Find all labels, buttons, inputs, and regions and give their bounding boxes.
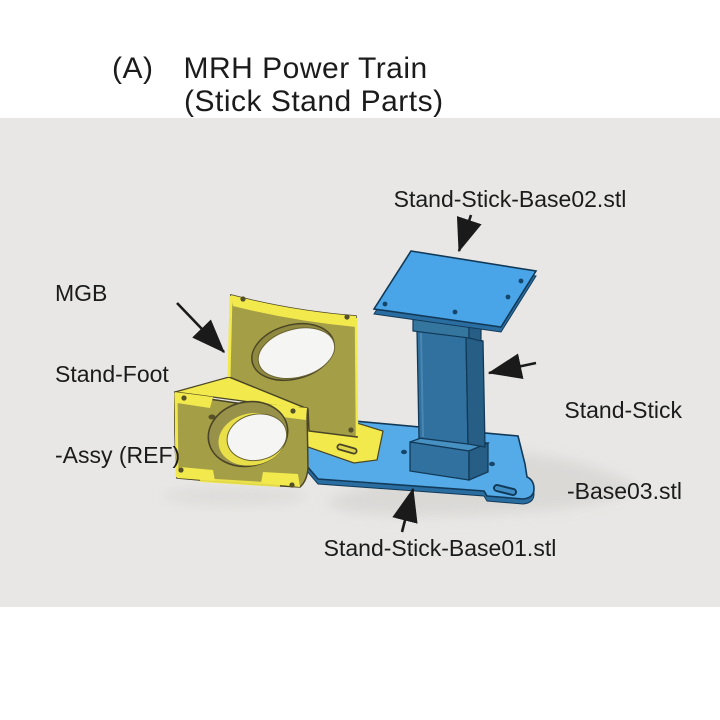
figure-title-line1: MRH Power Train [183, 52, 428, 85]
top-plate-hole [452, 309, 458, 315]
label-base03-line1: Stand-Stick [564, 397, 682, 423]
label-base03-line2: -Base03.stl [566, 478, 682, 504]
figure-title: (A) MRH Power Train (Stick Stand Parts) [112, 52, 444, 118]
gray-stage-background [0, 118, 720, 607]
rear-bracket-top-flange [231, 295, 356, 327]
figure-index: (A) [112, 52, 154, 85]
base-plate-hole [401, 449, 407, 455]
label-base01: Stand-Stick-Base01.stl [323, 535, 557, 561]
top-plate-hole [518, 278, 524, 284]
part-mgb-stand-foot-assy [174, 294, 384, 488]
figure-title-line2: (Stick Stand Parts) [184, 85, 444, 118]
label-base02: Stand-Stick-Base02.stl [393, 186, 627, 212]
rear-bracket-corner-hole [240, 296, 246, 302]
base-plate-hole [489, 461, 495, 467]
arrow-base01 [392, 487, 418, 533]
label-mgb-line1: MGB [55, 280, 108, 306]
label-mgb: MGB Stand-Foot -Assy (REF) [55, 226, 180, 523]
rear-bracket-corner-hole [344, 314, 350, 320]
front-bracket-corner-hole [290, 408, 296, 414]
front-bracket-corner-hole [181, 395, 187, 401]
column-side-face [465, 335, 486, 448]
part-base02-plate [372, 250, 538, 333]
column-highlight [420, 332, 424, 438]
front-bracket-small-hole [208, 414, 216, 420]
part-base03-column [409, 317, 491, 481]
front-bracket-left-edge [174, 392, 179, 478]
base-plate-slot-inner [495, 486, 515, 494]
arrow-base03 [487, 353, 537, 379]
label-mgb-line3: -Assy (REF) [55, 442, 181, 468]
rear-bracket-hole [251, 322, 336, 382]
front-bracket-corner [177, 467, 215, 481]
rear-hole-bore [257, 327, 336, 379]
column-front-face [416, 329, 469, 445]
label-base03: Stand-Stick -Base03.stl [520, 343, 682, 559]
front-bracket-corner-hole [178, 467, 184, 473]
rear-bracket-corner-hole [348, 427, 354, 433]
rear-bracket-right-edge [354, 317, 359, 437]
label-mgb-line2: Stand-Foot [55, 361, 169, 387]
top-plate-hole [505, 294, 511, 300]
shadow-front [163, 486, 307, 506]
front-bracket-corner-hole [289, 482, 295, 488]
foot-slot-inner [338, 445, 356, 453]
arrow-mgb [176, 302, 225, 353]
top-plate-hole [382, 301, 388, 307]
callout-arrows [176, 214, 537, 533]
front-hole-bore [226, 413, 288, 462]
front-bracket-hole [207, 400, 289, 468]
rear-bracket-left-edge [227, 295, 233, 378]
arrow-base02 [456, 214, 482, 253]
front-bracket-bottom-edge [199, 478, 281, 487]
top-plate-face [372, 250, 538, 328]
